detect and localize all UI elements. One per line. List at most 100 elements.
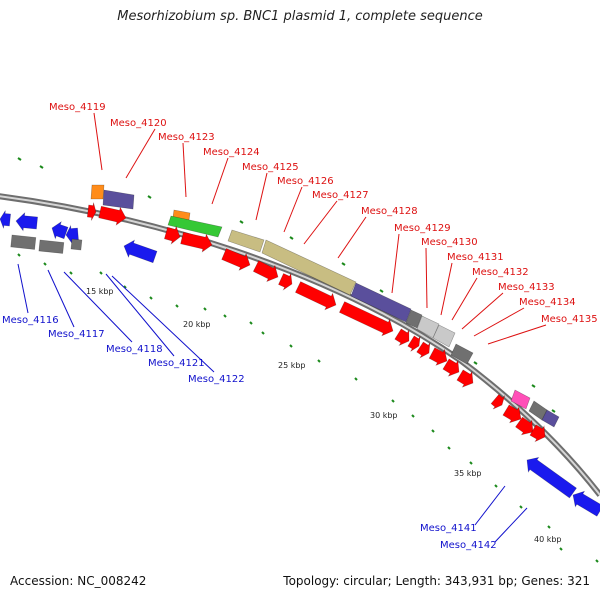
tick-mark — [559, 547, 563, 551]
feature-4120 — [102, 189, 135, 210]
forward-gene-arrow — [98, 205, 127, 226]
reverse-gene-label: Meso_4117 — [48, 329, 105, 340]
feature-4119 — [90, 184, 105, 200]
reverse-leader-line — [494, 507, 528, 543]
forward-gene-arrow — [294, 281, 337, 311]
reverse-gene-arrow — [123, 239, 158, 264]
tick-mark — [249, 321, 253, 325]
topology-text: Topology: circular; Length: 343,931 bp; … — [283, 574, 590, 588]
backbone-highlight — [0, 195, 600, 496]
feature-4136 — [510, 389, 531, 410]
forward-gene-arrow — [456, 369, 474, 388]
tick-label: 20 kbp — [183, 320, 211, 329]
forward-gene-label: Meso_4135 — [541, 314, 598, 325]
tick-mark — [494, 484, 498, 488]
tick-mark — [289, 236, 294, 240]
tick-mark — [411, 414, 415, 418]
feature-4131 — [432, 324, 456, 348]
forward-leader-line — [440, 262, 453, 316]
feature-track — [90, 184, 560, 428]
tick-mark — [223, 314, 227, 318]
forward-leader-line — [425, 247, 428, 309]
reverse-gene-arrow — [0, 210, 11, 229]
forward-gene-arrow — [502, 404, 522, 424]
reverse-leader-line — [474, 485, 506, 526]
tick-mark — [341, 262, 346, 266]
reverse-gene-label: Meso_4121 — [148, 358, 205, 369]
forward-gene-label: Meso_4124 — [203, 147, 260, 158]
tick-mark — [595, 559, 599, 563]
tick-label: 35 kbp — [454, 469, 482, 478]
feature-4133 — [450, 343, 474, 365]
forward-gene-label: Meso_4126 — [277, 176, 334, 187]
forward-leader-line — [255, 172, 268, 221]
forward-gene-label: Meso_4132 — [472, 267, 529, 278]
label-track: 15 kbp 20 kbp 25 kbp 30 kbp 35 kbp 40 kbp Meso… — [2, 102, 598, 551]
reverse-gene-label: Meso_4141 — [420, 523, 477, 534]
forward-gene-arrow — [394, 328, 410, 347]
forward-gene-arrow — [338, 301, 394, 337]
forward-leader-line — [451, 277, 478, 321]
backbone-arc — [0, 193, 600, 497]
tick-mark — [175, 304, 179, 308]
reverse-gene-arrow — [51, 221, 69, 240]
grey-gene-block — [10, 234, 37, 250]
forward-gene-label: Meso_4130 — [421, 237, 478, 248]
tick-mark — [203, 307, 207, 311]
forward-gene-arrow — [86, 202, 97, 221]
gene-track — [0, 202, 600, 517]
forward-leader-line — [461, 292, 504, 330]
reverse-gene-label: Meso_4118 — [106, 344, 163, 355]
tick-mark — [17, 253, 21, 257]
feature-4125 — [227, 229, 265, 253]
tick-mark — [69, 271, 73, 275]
tick-track — [17, 157, 599, 563]
backbone-track — [0, 193, 600, 497]
forward-gene-label: Meso_4129 — [394, 223, 451, 234]
forward-leader-line — [473, 307, 525, 337]
tick-mark — [531, 384, 536, 388]
forward-gene-label: Meso_4119 — [49, 102, 106, 113]
tick-label: 25 kbp — [278, 361, 306, 370]
forward-gene-arrow — [515, 416, 534, 436]
reverse-leader-line — [105, 273, 175, 357]
forward-gene-arrow — [416, 341, 431, 359]
tick-mark — [261, 331, 265, 335]
tick-mark — [317, 359, 321, 363]
forward-leader-line — [337, 216, 367, 259]
forward-gene-label: Meso_4120 — [110, 118, 167, 129]
forward-gene-label: Meso_4133 — [498, 282, 555, 293]
forward-gene-label: Meso_4125 — [242, 162, 299, 173]
forward-gene-arrow — [164, 225, 181, 245]
tick-mark — [239, 220, 244, 224]
forward-gene-label: Meso_4123 — [158, 132, 215, 143]
tick-mark — [469, 461, 473, 465]
reverse-leader-line — [47, 269, 75, 328]
tick-mark — [289, 344, 293, 348]
grey-gene-block — [70, 238, 83, 251]
tick-mark — [447, 446, 451, 450]
feature-4138 — [541, 409, 560, 428]
tick-mark — [147, 195, 152, 199]
forward-gene-arrow — [407, 335, 421, 352]
grey-gene-block — [38, 239, 65, 254]
tick-mark — [473, 361, 478, 365]
feature-4129 — [405, 309, 423, 329]
forward-leader-line — [182, 142, 187, 198]
tick-mark — [149, 296, 153, 300]
tick-label: 15 kbp — [86, 287, 114, 296]
tick-label: 30 kbp — [370, 411, 398, 420]
tick-mark — [551, 409, 556, 413]
forward-leader-line — [283, 186, 303, 233]
tick-mark — [123, 285, 127, 289]
forward-gene-label: Meso_4131 — [447, 252, 504, 263]
tick-label: 40 kbp — [534, 535, 562, 544]
map-title: Mesorhizobium sp. BNC1 plasmid 1, comple… — [117, 9, 483, 24]
tick-mark — [379, 289, 384, 293]
tick-mark — [354, 377, 358, 381]
forward-leader-line — [93, 112, 103, 171]
forward-gene-label: Meso_4127 — [312, 190, 369, 201]
forward-gene-label: Meso_4128 — [361, 206, 418, 217]
forward-gene-label: Meso_4134 — [519, 297, 576, 308]
